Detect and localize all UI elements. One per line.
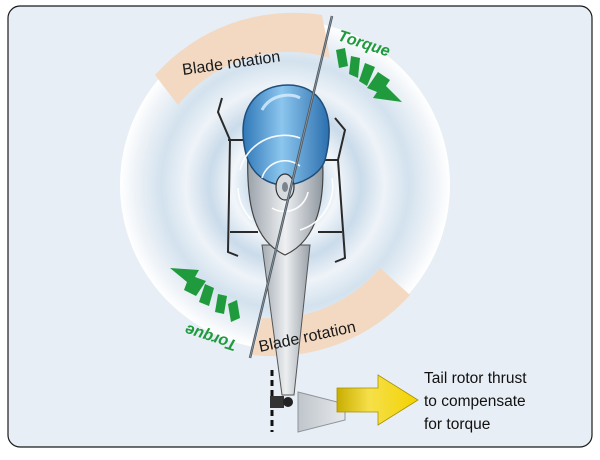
blade-band-top — [155, 12, 330, 105]
torque-top-arrow-icon — [336, 48, 402, 102]
tail-rotor-text-line1: Tail rotor thrust — [424, 370, 527, 387]
tail-rotor-text-line3: for torque — [424, 416, 490, 433]
tail-fin — [297, 391, 346, 433]
tail-rotor — [270, 370, 346, 433]
tail-rotor-gearbox — [283, 397, 293, 407]
tail-rotor-text-line2: to compensate — [424, 393, 526, 410]
thrust-arrow-icon — [336, 374, 419, 426]
rotor-mast — [282, 182, 288, 192]
torque-bottom-arrow-icon — [170, 268, 240, 322]
landing-skids — [216, 97, 347, 263]
main-rotor-blade-highlight — [249, 15, 333, 359]
canopy-highlight — [260, 93, 301, 111]
tail-rotor-hub — [270, 396, 284, 408]
